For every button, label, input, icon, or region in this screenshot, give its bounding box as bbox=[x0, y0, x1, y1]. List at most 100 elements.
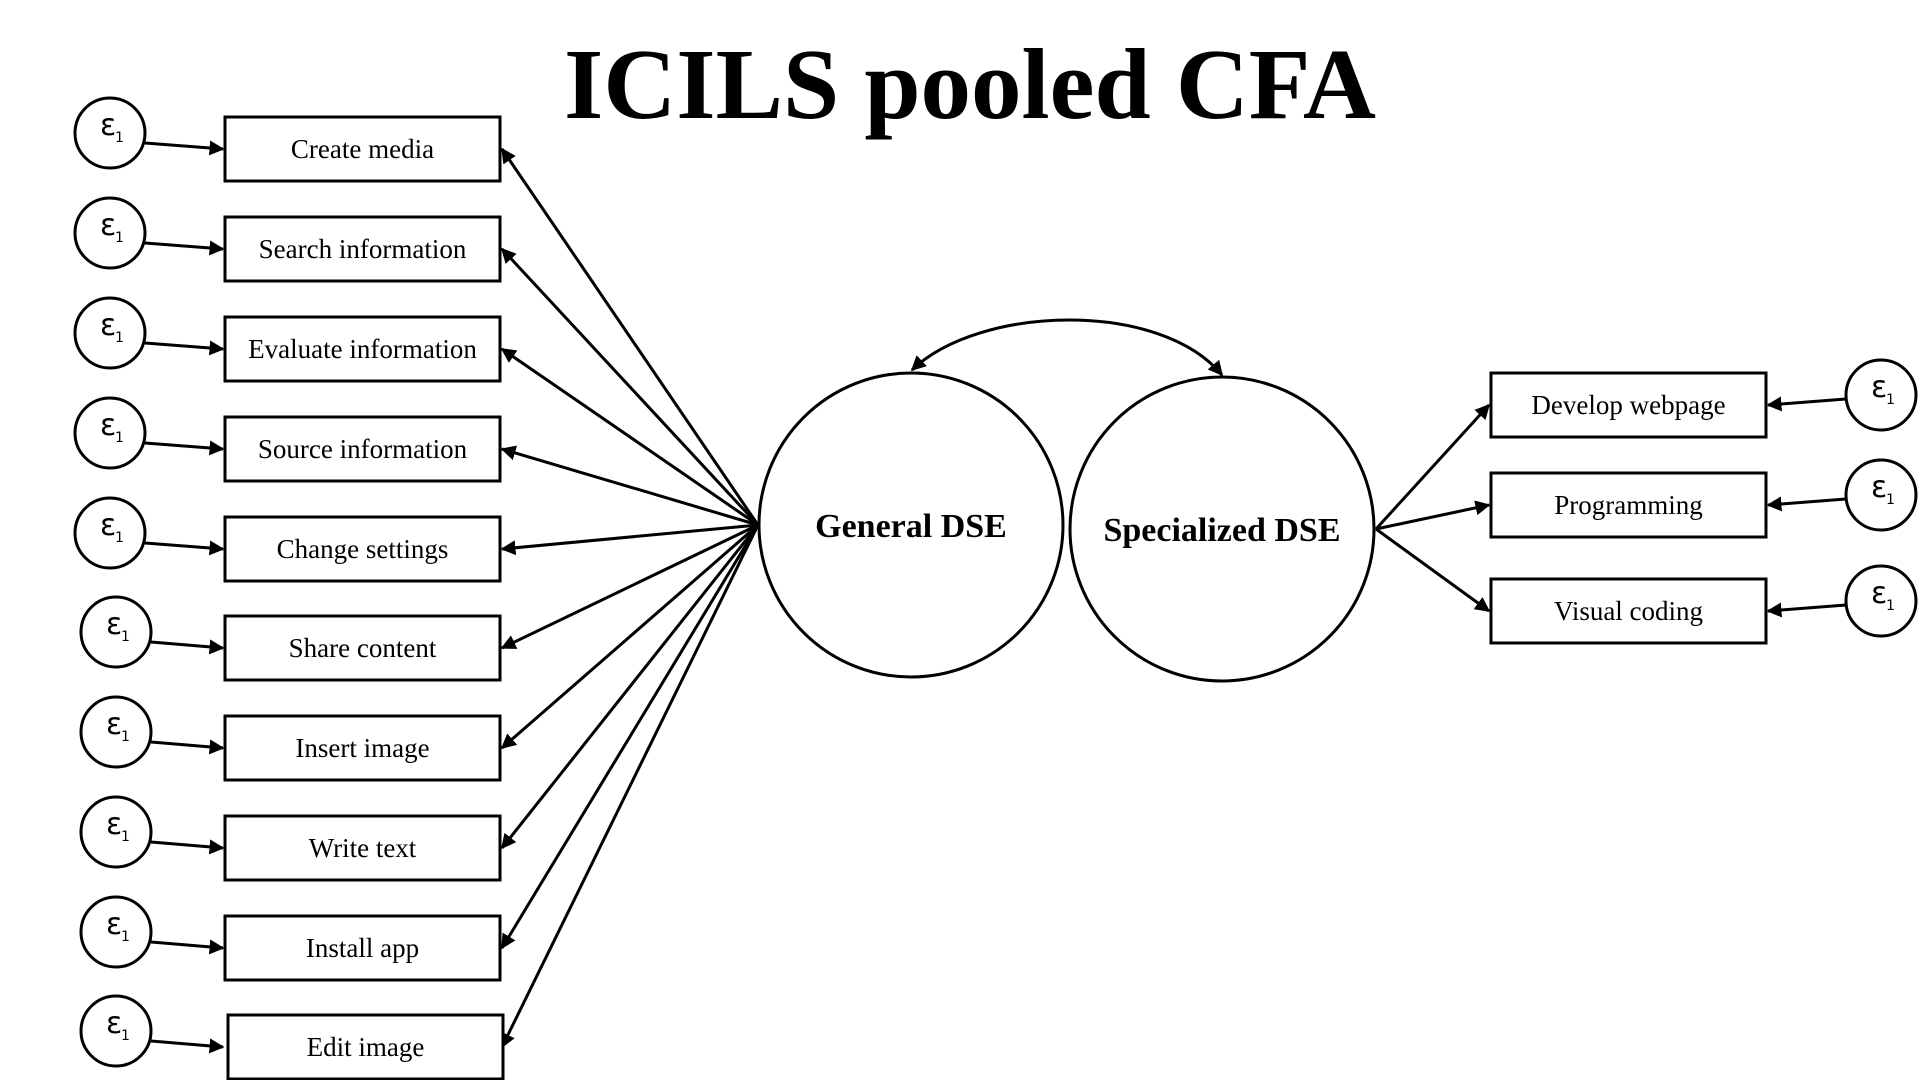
error-arrow-change-settings bbox=[144, 540, 225, 556]
error-symbol: ε bbox=[1871, 470, 1887, 505]
loading-arrow-search-information bbox=[500, 247, 760, 527]
error-circle bbox=[73, 96, 147, 170]
indicator-evaluate-information: Evaluate information bbox=[223, 315, 502, 383]
indicator-box bbox=[223, 415, 502, 483]
error-arrow-share-content bbox=[150, 639, 225, 655]
error-term-share-content: ε1 bbox=[79, 595, 153, 669]
error-term-change-settings: ε1 bbox=[73, 496, 147, 570]
indicator-create-media: Create media bbox=[223, 115, 502, 183]
error-circle bbox=[79, 795, 153, 869]
indicator-install-app: Install app bbox=[223, 914, 502, 982]
indicator-label: Create media bbox=[291, 134, 434, 164]
error-term-search-information: ε1 bbox=[73, 196, 147, 270]
error-circle bbox=[79, 895, 153, 969]
indicator-visual-coding: Visual coding bbox=[1489, 577, 1768, 645]
indicator-develop-webpage: Develop webpage bbox=[1489, 371, 1768, 439]
error-arrow-search-information bbox=[144, 240, 225, 256]
indicator-box bbox=[223, 914, 502, 982]
latent-circle bbox=[1068, 375, 1376, 683]
indicator-box bbox=[1489, 371, 1768, 439]
indicator-label: Edit image bbox=[307, 1032, 425, 1062]
error-circle bbox=[1844, 358, 1918, 432]
indicator-source-information: Source information bbox=[223, 415, 502, 483]
error-symbol: ε bbox=[100, 108, 116, 143]
error-circle bbox=[73, 296, 147, 370]
error-arrow-insert-image bbox=[150, 739, 225, 755]
error-term-evaluate-information: ε1 bbox=[73, 296, 147, 370]
error-term-install-app: ε1 bbox=[79, 895, 153, 969]
error-subscript: 1 bbox=[1886, 392, 1895, 408]
error-arrow-install-app bbox=[150, 939, 225, 955]
indicator-label: Visual coding bbox=[1554, 596, 1703, 626]
error-term-write-text: ε1 bbox=[79, 795, 153, 869]
error-symbol: ε bbox=[1871, 576, 1887, 611]
indicator-insert-image: Insert image bbox=[223, 714, 502, 782]
error-arrow-write-text bbox=[150, 839, 225, 855]
indicator-box bbox=[223, 814, 502, 882]
indicator-box bbox=[223, 115, 502, 183]
error-circle bbox=[73, 396, 147, 470]
error-circle bbox=[1844, 458, 1918, 532]
indicator-change-settings: Change settings bbox=[223, 515, 502, 583]
indicator-write-text: Write text bbox=[223, 814, 502, 882]
indicator-box bbox=[223, 714, 502, 782]
error-arrow-develop-webpage bbox=[1766, 396, 1847, 412]
latent-specialized-dse: Specialized DSE bbox=[1068, 375, 1376, 683]
loading-arrow-create-media bbox=[500, 147, 760, 526]
indicator-edit-image: Edit image bbox=[226, 1013, 505, 1080]
indicator-label: Share content bbox=[289, 633, 437, 663]
error-symbol: ε bbox=[100, 508, 116, 543]
error-circle bbox=[79, 595, 153, 669]
indicator-programming: Programming bbox=[1489, 471, 1768, 539]
loading-arrow-programming bbox=[1375, 500, 1491, 531]
error-symbol: ε bbox=[106, 707, 122, 742]
indicator-label: Insert image bbox=[295, 733, 429, 763]
indicator-label: Search information bbox=[259, 234, 467, 264]
loading-arrow-source-information bbox=[500, 445, 759, 527]
loading-arrow-write-text bbox=[500, 524, 760, 850]
loading-arrow-visual-coding bbox=[1375, 527, 1491, 613]
error-circle bbox=[73, 196, 147, 270]
indicator-label: Source information bbox=[258, 434, 468, 464]
error-subscript: 1 bbox=[121, 1028, 130, 1044]
indicator-box bbox=[1489, 471, 1768, 539]
latent-label: Specialized DSE bbox=[1103, 512, 1340, 549]
loading-arrow-change-settings bbox=[500, 523, 759, 556]
error-arrow-source-information bbox=[144, 440, 225, 456]
indicator-box bbox=[223, 515, 502, 583]
error-symbol: ε bbox=[106, 807, 122, 842]
error-subscript: 1 bbox=[115, 530, 124, 546]
error-arrow-edit-image bbox=[150, 1038, 225, 1054]
error-subscript: 1 bbox=[121, 929, 130, 945]
error-term-programming: ε1 bbox=[1844, 458, 1918, 532]
indicator-box bbox=[226, 1013, 505, 1080]
error-subscript: 1 bbox=[1886, 492, 1895, 508]
error-circle bbox=[73, 496, 147, 570]
error-arrow-programming bbox=[1766, 496, 1847, 512]
loading-arrow-install-app bbox=[500, 524, 760, 950]
indicator-label: Install app bbox=[306, 933, 419, 963]
latent-label: General DSE bbox=[815, 508, 1007, 545]
error-subscript: 1 bbox=[115, 130, 124, 146]
indicator-label: Evaluate information bbox=[248, 334, 477, 364]
error-symbol: ε bbox=[106, 607, 122, 642]
error-symbol: ε bbox=[106, 1006, 122, 1041]
error-subscript: 1 bbox=[115, 430, 124, 446]
error-term-edit-image: ε1 bbox=[79, 994, 153, 1068]
error-arrow-visual-coding bbox=[1766, 602, 1847, 618]
error-circle bbox=[79, 994, 153, 1068]
error-circle bbox=[1844, 564, 1918, 638]
loading-arrow-develop-webpage bbox=[1374, 403, 1491, 531]
indicator-box bbox=[1489, 577, 1768, 645]
error-term-visual-coding: ε1 bbox=[1844, 564, 1918, 638]
error-symbol: ε bbox=[100, 208, 116, 243]
loading-arrow-evaluate-information bbox=[500, 347, 759, 527]
indicator-share-content: Share content bbox=[223, 614, 502, 682]
diagram-title: ICILS pooled CFA bbox=[564, 28, 1376, 140]
error-symbol: ε bbox=[100, 308, 116, 343]
error-circle bbox=[79, 695, 153, 769]
error-subscript: 1 bbox=[121, 629, 130, 645]
error-term-source-information: ε1 bbox=[73, 396, 147, 470]
